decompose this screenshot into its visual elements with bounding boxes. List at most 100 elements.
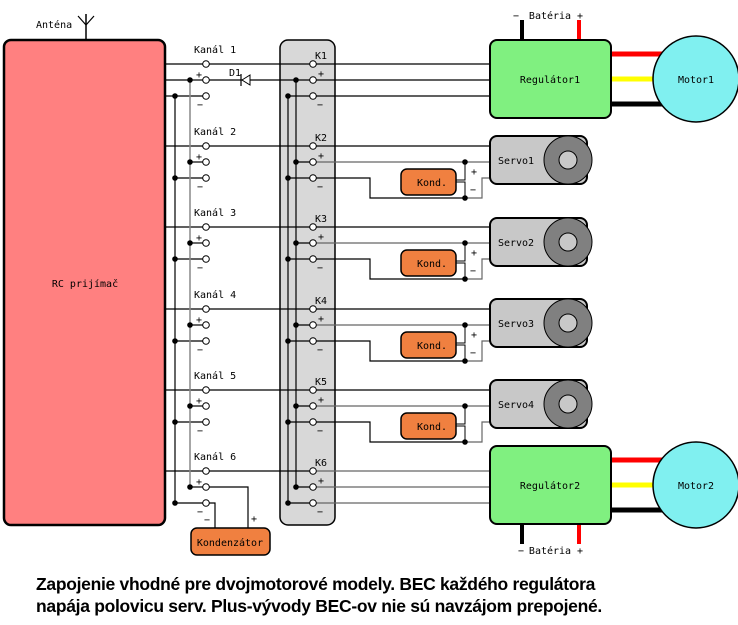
pin-terminal bbox=[309, 255, 317, 263]
junction-dot bbox=[172, 93, 178, 99]
junction-dot bbox=[187, 403, 193, 409]
pin-terminal bbox=[202, 76, 210, 84]
pin-terminal bbox=[202, 483, 210, 491]
junction-dot bbox=[462, 240, 468, 246]
channel-label-2: Kanál 2 bbox=[194, 126, 236, 138]
plus-sign: + bbox=[196, 477, 202, 488]
battery-minus-sign: − bbox=[513, 11, 519, 22]
connector-label-4: K4 bbox=[315, 296, 327, 307]
junction-dot bbox=[293, 240, 299, 246]
servo-label-2: Servo2 bbox=[498, 238, 534, 249]
servo-shaft-icon bbox=[558, 232, 578, 252]
junction-dot bbox=[293, 77, 299, 83]
plus-sign: + bbox=[318, 151, 324, 162]
plus-sign: + bbox=[318, 314, 324, 325]
diode-label: D1 bbox=[229, 68, 241, 79]
regulator-label-1: Regulátor1 bbox=[520, 74, 580, 86]
servo-shaft-icon bbox=[558, 313, 578, 333]
plus-sign: + bbox=[471, 330, 477, 341]
junction-dot bbox=[293, 484, 299, 490]
junction-dot bbox=[462, 403, 468, 409]
servo-minus-route bbox=[313, 421, 465, 443]
junction-dot bbox=[172, 500, 178, 506]
pin-terminal bbox=[309, 467, 317, 475]
servo-minus bbox=[465, 177, 490, 199]
antenna-label: Anténa bbox=[36, 19, 72, 31]
pin-terminal bbox=[309, 337, 317, 345]
pin-terminal bbox=[309, 76, 317, 84]
pin-terminal bbox=[202, 402, 210, 410]
pin-terminal bbox=[202, 386, 210, 394]
minus-sign: − bbox=[197, 263, 203, 274]
cap-plus-lead bbox=[455, 406, 466, 425]
minus-sign: − bbox=[317, 426, 323, 437]
junction-dot bbox=[462, 159, 468, 165]
regulator-2 bbox=[489, 445, 612, 525]
plus-sign: + bbox=[318, 476, 324, 487]
servo-shaft-icon bbox=[558, 150, 578, 170]
junction-dot bbox=[187, 77, 193, 83]
main-cap-plus bbox=[206, 486, 249, 528]
junction-dot bbox=[462, 358, 468, 364]
capacitor-label-4: Kond. bbox=[417, 422, 447, 433]
pin-terminal bbox=[202, 158, 210, 166]
cap-plus-lead bbox=[455, 243, 466, 262]
connector-label-5: K5 bbox=[315, 377, 327, 388]
battery-label-2: Batéria bbox=[529, 545, 571, 557]
minus-sign: − bbox=[204, 515, 210, 526]
minus-sign: − bbox=[197, 100, 203, 111]
servo-minus-route bbox=[313, 177, 465, 199]
capacitor-label-2: Kond. bbox=[417, 259, 447, 270]
capacitor-label-3: Kond. bbox=[417, 341, 447, 352]
junction-dot bbox=[285, 338, 291, 344]
battery-label-1: Batéria bbox=[529, 10, 571, 22]
channel-label-4: Kanál 4 bbox=[194, 289, 236, 301]
pin-terminal bbox=[202, 418, 210, 426]
pin-terminal bbox=[309, 142, 317, 150]
cap-minus-lead bbox=[455, 262, 466, 279]
pin-terminal bbox=[202, 467, 210, 475]
minus-sign: − bbox=[317, 263, 323, 274]
pin-terminal bbox=[309, 418, 317, 426]
antenna-icon bbox=[77, 15, 95, 26]
plus-sign: + bbox=[318, 395, 324, 406]
junction-dot bbox=[285, 256, 291, 262]
diode-icon bbox=[241, 74, 251, 86]
minus-sign: − bbox=[317, 345, 323, 356]
plus-sign: + bbox=[318, 69, 324, 80]
rc-receiver bbox=[2, 38, 167, 527]
servo-minus bbox=[465, 340, 490, 362]
cap-minus-lead bbox=[455, 344, 466, 361]
pin-terminal bbox=[309, 239, 317, 247]
minus-sign: − bbox=[197, 345, 203, 356]
servo-minus-route bbox=[313, 340, 465, 362]
pin-terminal bbox=[309, 321, 317, 329]
junction-dot bbox=[187, 240, 193, 246]
caption: Zapojenie vhodné pre dvojmotorové modely… bbox=[36, 573, 736, 617]
servo-label-3: Servo3 bbox=[498, 319, 534, 330]
pin-terminal bbox=[202, 223, 210, 231]
main-capacitor bbox=[190, 527, 271, 556]
junction-dot bbox=[462, 322, 468, 328]
pin-terminal bbox=[309, 386, 317, 394]
junction-dot bbox=[172, 338, 178, 344]
motor-2 bbox=[652, 441, 738, 529]
battery-plus-sign: + bbox=[577, 11, 583, 22]
pin-terminal bbox=[202, 337, 210, 345]
pin-terminal bbox=[202, 92, 210, 100]
pin-terminal bbox=[309, 305, 317, 313]
junction-dot bbox=[187, 159, 193, 165]
cap-plus-lead bbox=[455, 325, 466, 344]
pin-terminal bbox=[202, 305, 210, 313]
pin-terminal bbox=[309, 92, 317, 100]
servo-shaft-icon bbox=[558, 394, 578, 414]
plus-sign: + bbox=[196, 70, 202, 81]
pin-terminal bbox=[309, 60, 317, 68]
junction-dot bbox=[187, 484, 193, 490]
junction-dot bbox=[172, 256, 178, 262]
minus-sign: − bbox=[470, 266, 476, 277]
plus-sign: + bbox=[251, 514, 257, 525]
connector-label-6: K6 bbox=[315, 458, 327, 469]
junction-dot bbox=[285, 175, 291, 181]
